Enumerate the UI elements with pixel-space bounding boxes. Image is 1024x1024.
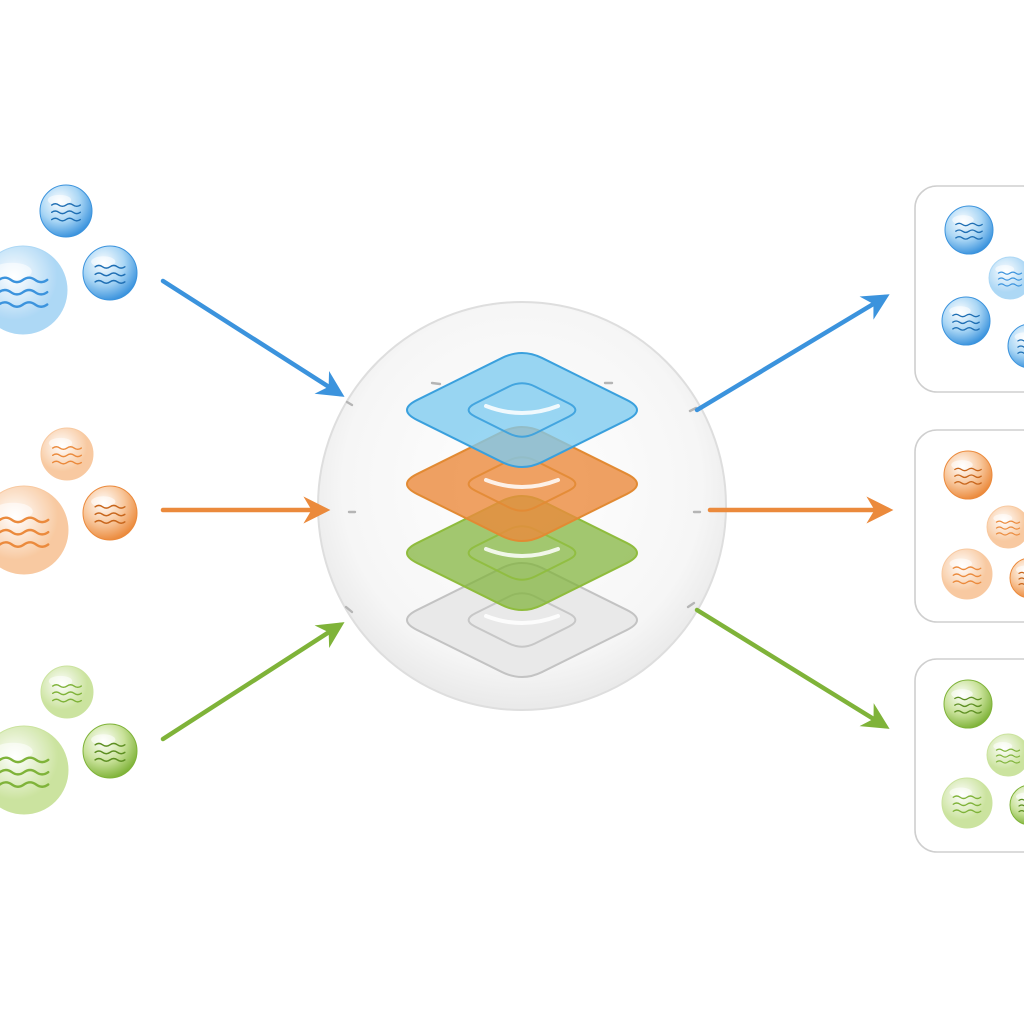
wave-icon — [94, 504, 126, 509]
wave-icon — [94, 742, 126, 747]
wave-icon — [0, 768, 50, 776]
wave-icon — [1018, 577, 1024, 581]
wave-icon — [51, 691, 83, 696]
data-sphere — [40, 427, 94, 481]
wave-icon — [50, 203, 82, 208]
data-sphere — [40, 665, 94, 719]
wave-icon — [51, 453, 83, 458]
wave-icon — [0, 276, 49, 284]
wave-icon — [1017, 339, 1024, 343]
wave-icon — [94, 750, 126, 755]
wave-icon — [952, 809, 982, 814]
blue-input-cluster — [0, 184, 138, 335]
wave-icon — [1018, 798, 1024, 802]
green-output-group — [914, 658, 1024, 853]
data-sphere — [0, 245, 68, 335]
wave-icon — [955, 222, 983, 227]
wave-icon — [995, 748, 1021, 752]
wave-icon — [51, 446, 83, 451]
wave-icon — [94, 519, 126, 524]
wave-icon — [0, 516, 50, 524]
wave-icon — [0, 301, 49, 308]
data-sphere — [986, 505, 1024, 549]
data-sphere — [944, 205, 994, 255]
wave-icon — [0, 288, 49, 296]
wave-icon — [50, 210, 82, 215]
wave-icon — [997, 283, 1023, 287]
data-sphere — [82, 245, 138, 301]
wave-icon — [94, 512, 126, 517]
wave-icon — [1018, 583, 1024, 587]
wave-icon — [1017, 351, 1024, 355]
wave-icon — [955, 229, 983, 234]
blue-flow-arrow — [160, 278, 345, 397]
orange-output-group — [914, 429, 1024, 623]
wave-icon — [0, 781, 50, 788]
blue-flow-arrow — [694, 294, 890, 413]
wave-icon — [955, 236, 983, 240]
wave-icon — [1017, 345, 1024, 349]
wave-icon — [952, 573, 982, 578]
wave-icon — [995, 760, 1021, 764]
data-sphere — [988, 256, 1024, 300]
wave-icon — [51, 460, 83, 465]
blue-output-group — [914, 185, 1024, 393]
wave-icon — [952, 795, 982, 800]
wave-icon — [51, 684, 83, 689]
data-sphere — [941, 777, 993, 829]
green-flow-arrow — [160, 622, 345, 742]
wave-icon — [954, 481, 982, 485]
wave-icon — [995, 532, 1021, 536]
wave-icon — [952, 802, 982, 807]
blue-layer — [406, 351, 638, 469]
data-sphere — [1007, 323, 1024, 369]
data-sphere — [82, 485, 138, 541]
wave-icon — [94, 272, 126, 277]
wave-icon — [94, 264, 126, 269]
wave-icon — [0, 541, 50, 548]
wave-icon — [1018, 804, 1024, 808]
wave-icon — [952, 313, 980, 318]
wave-icon — [995, 520, 1021, 524]
wave-icon — [50, 217, 82, 222]
wave-icon — [94, 279, 126, 284]
green-input-cluster — [0, 665, 138, 815]
wave-icon — [995, 526, 1021, 530]
wave-icon — [1018, 571, 1024, 575]
data-sphere — [941, 296, 991, 346]
data-sphere — [943, 450, 993, 500]
wave-icon — [995, 754, 1021, 758]
data-sphere — [82, 723, 138, 779]
wave-icon — [952, 327, 980, 331]
output-box — [914, 185, 1024, 393]
data-sphere — [1009, 784, 1024, 826]
orange-input-cluster — [0, 427, 138, 575]
wave-icon — [952, 566, 982, 571]
green-layer — [406, 494, 638, 612]
wave-icon — [0, 528, 50, 536]
data-sphere — [0, 485, 69, 575]
wave-icon — [954, 710, 982, 714]
green-flow-arrow — [694, 607, 890, 729]
wave-icon — [997, 271, 1023, 275]
data-sphere — [941, 548, 993, 600]
stacked-layers-hub — [317, 301, 727, 711]
wave-icon — [954, 474, 982, 479]
wave-icon — [952, 580, 982, 585]
wave-icon — [954, 703, 982, 708]
wave-icon — [997, 277, 1023, 281]
data-sphere — [39, 184, 93, 238]
wave-icon — [51, 698, 83, 703]
wave-icon — [1018, 810, 1024, 814]
wave-icon — [94, 757, 126, 762]
data-sphere — [1009, 557, 1024, 599]
data-sphere — [986, 733, 1024, 777]
wave-icon — [0, 756, 50, 764]
wave-icon — [954, 696, 982, 701]
data-sphere — [0, 725, 69, 815]
wave-icon — [952, 320, 980, 325]
data-sphere — [943, 679, 993, 729]
wave-icon — [954, 467, 982, 472]
